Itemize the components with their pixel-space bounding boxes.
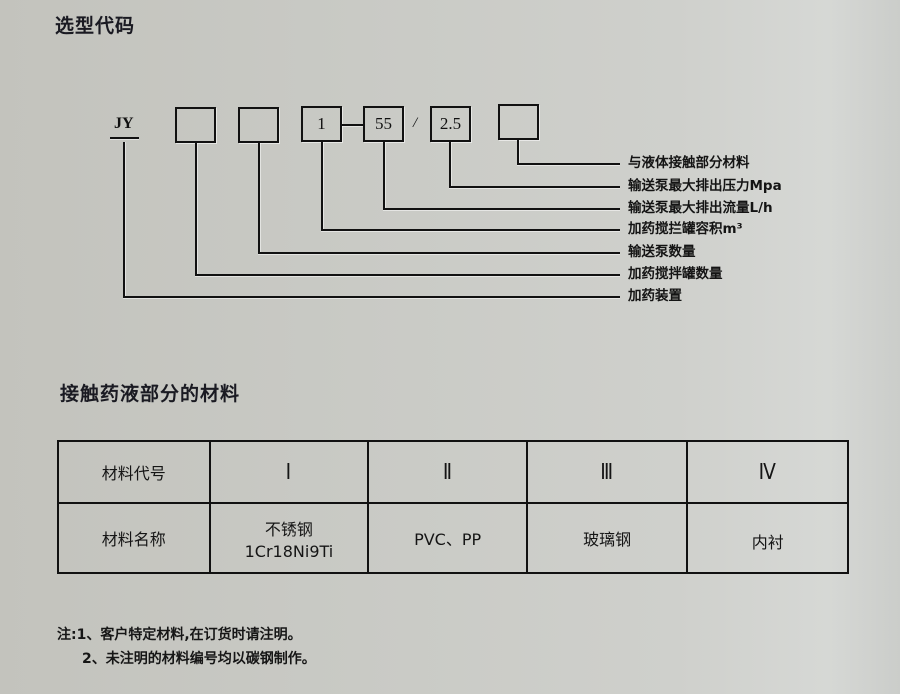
code-box-contact-material	[498, 104, 539, 140]
legend-contact-material: 与液体接触部分材料	[628, 155, 750, 171]
material-code-3: Ⅲ	[600, 459, 615, 484]
leader-line	[123, 142, 125, 298]
code-box-material	[175, 107, 216, 143]
leader-line	[321, 142, 323, 231]
leader-line	[383, 142, 385, 209]
legend-pump-count: 输送泵数量	[628, 244, 696, 260]
code-box-pressure: 2.5	[430, 106, 471, 142]
legend-tank-volume: 加药搅拦罐容积m³	[628, 221, 743, 237]
code-box-flow: 55	[363, 106, 404, 142]
table-cell: Ⅱ	[367, 440, 528, 504]
material-code-4: Ⅳ	[758, 459, 777, 484]
leader-line	[517, 140, 519, 164]
leader-line	[195, 274, 620, 276]
leader-line	[258, 143, 260, 253]
table-cell: PVC、PP	[367, 502, 528, 574]
leader-line	[517, 163, 620, 165]
material-name-3: 玻璃钢	[583, 530, 632, 549]
material-name-2: PVC、PP	[414, 530, 482, 549]
leader-line	[258, 252, 620, 254]
code-box-tank-volume: 1	[301, 106, 342, 142]
section-title-contact-materials: 接触药液部分的材料	[60, 383, 241, 405]
legend-pump-flow: 输送泵最大排出流量L/h	[628, 200, 773, 216]
table-row-material-name: 材料名称 不锈钢 1Cr18Ni9Ti PVC、PP 玻璃钢 内衬	[57, 502, 849, 574]
leader-line	[449, 142, 451, 187]
material-name-1: 不锈钢	[264, 519, 313, 539]
leader-line	[449, 186, 620, 188]
material-code-1: Ⅰ	[285, 459, 293, 484]
note-line-1: 注:1、客户特定材料,在订货时请注明。	[57, 627, 302, 643]
table-cell: 内衬	[686, 502, 849, 574]
table-row-material-code: 材料代号 Ⅰ Ⅱ Ⅲ Ⅳ	[57, 440, 849, 504]
table-cell: Ⅲ	[525, 440, 689, 504]
section-title-selection-code: 选型代码	[55, 15, 136, 37]
legend-pump-pressure: 输送泵最大排出压力Mpa	[628, 178, 782, 194]
material-table: 材料代号 Ⅰ Ⅱ Ⅲ Ⅳ 材料名称 不锈钢 1Cr18Ni9Ti PVC、PP …	[57, 440, 849, 574]
note-line-2: 2、未注明的材料编号均以碳钢制作。	[82, 651, 316, 667]
code-prefix: JY	[114, 115, 134, 132]
table-cell: 不锈钢 1Cr18Ni9Ti	[208, 502, 370, 574]
material-code-2: Ⅱ	[442, 459, 453, 484]
table-cell: 玻璃钢	[525, 502, 689, 574]
table-cell: Ⅳ	[686, 440, 849, 504]
row-header-material-name: 材料名称	[57, 502, 211, 574]
table-cell: Ⅰ	[208, 440, 370, 504]
material-grade-1: 1Cr18Ni9Ti	[244, 541, 334, 561]
code-separator: /	[413, 115, 418, 131]
prefix-underline	[110, 137, 139, 139]
material-name-4: 内衬	[751, 533, 784, 552]
code-box-pump-count	[238, 107, 279, 143]
leader-line	[321, 229, 620, 231]
leader-line	[195, 143, 197, 276]
box-connector	[342, 124, 363, 126]
legend-dosing-device: 加药装置	[628, 288, 682, 304]
leader-line	[123, 296, 620, 298]
leader-line	[383, 208, 620, 210]
row-header-material-code: 材料代号	[57, 440, 211, 504]
legend-tank-count: 加药搅拌罐数量	[628, 266, 723, 282]
